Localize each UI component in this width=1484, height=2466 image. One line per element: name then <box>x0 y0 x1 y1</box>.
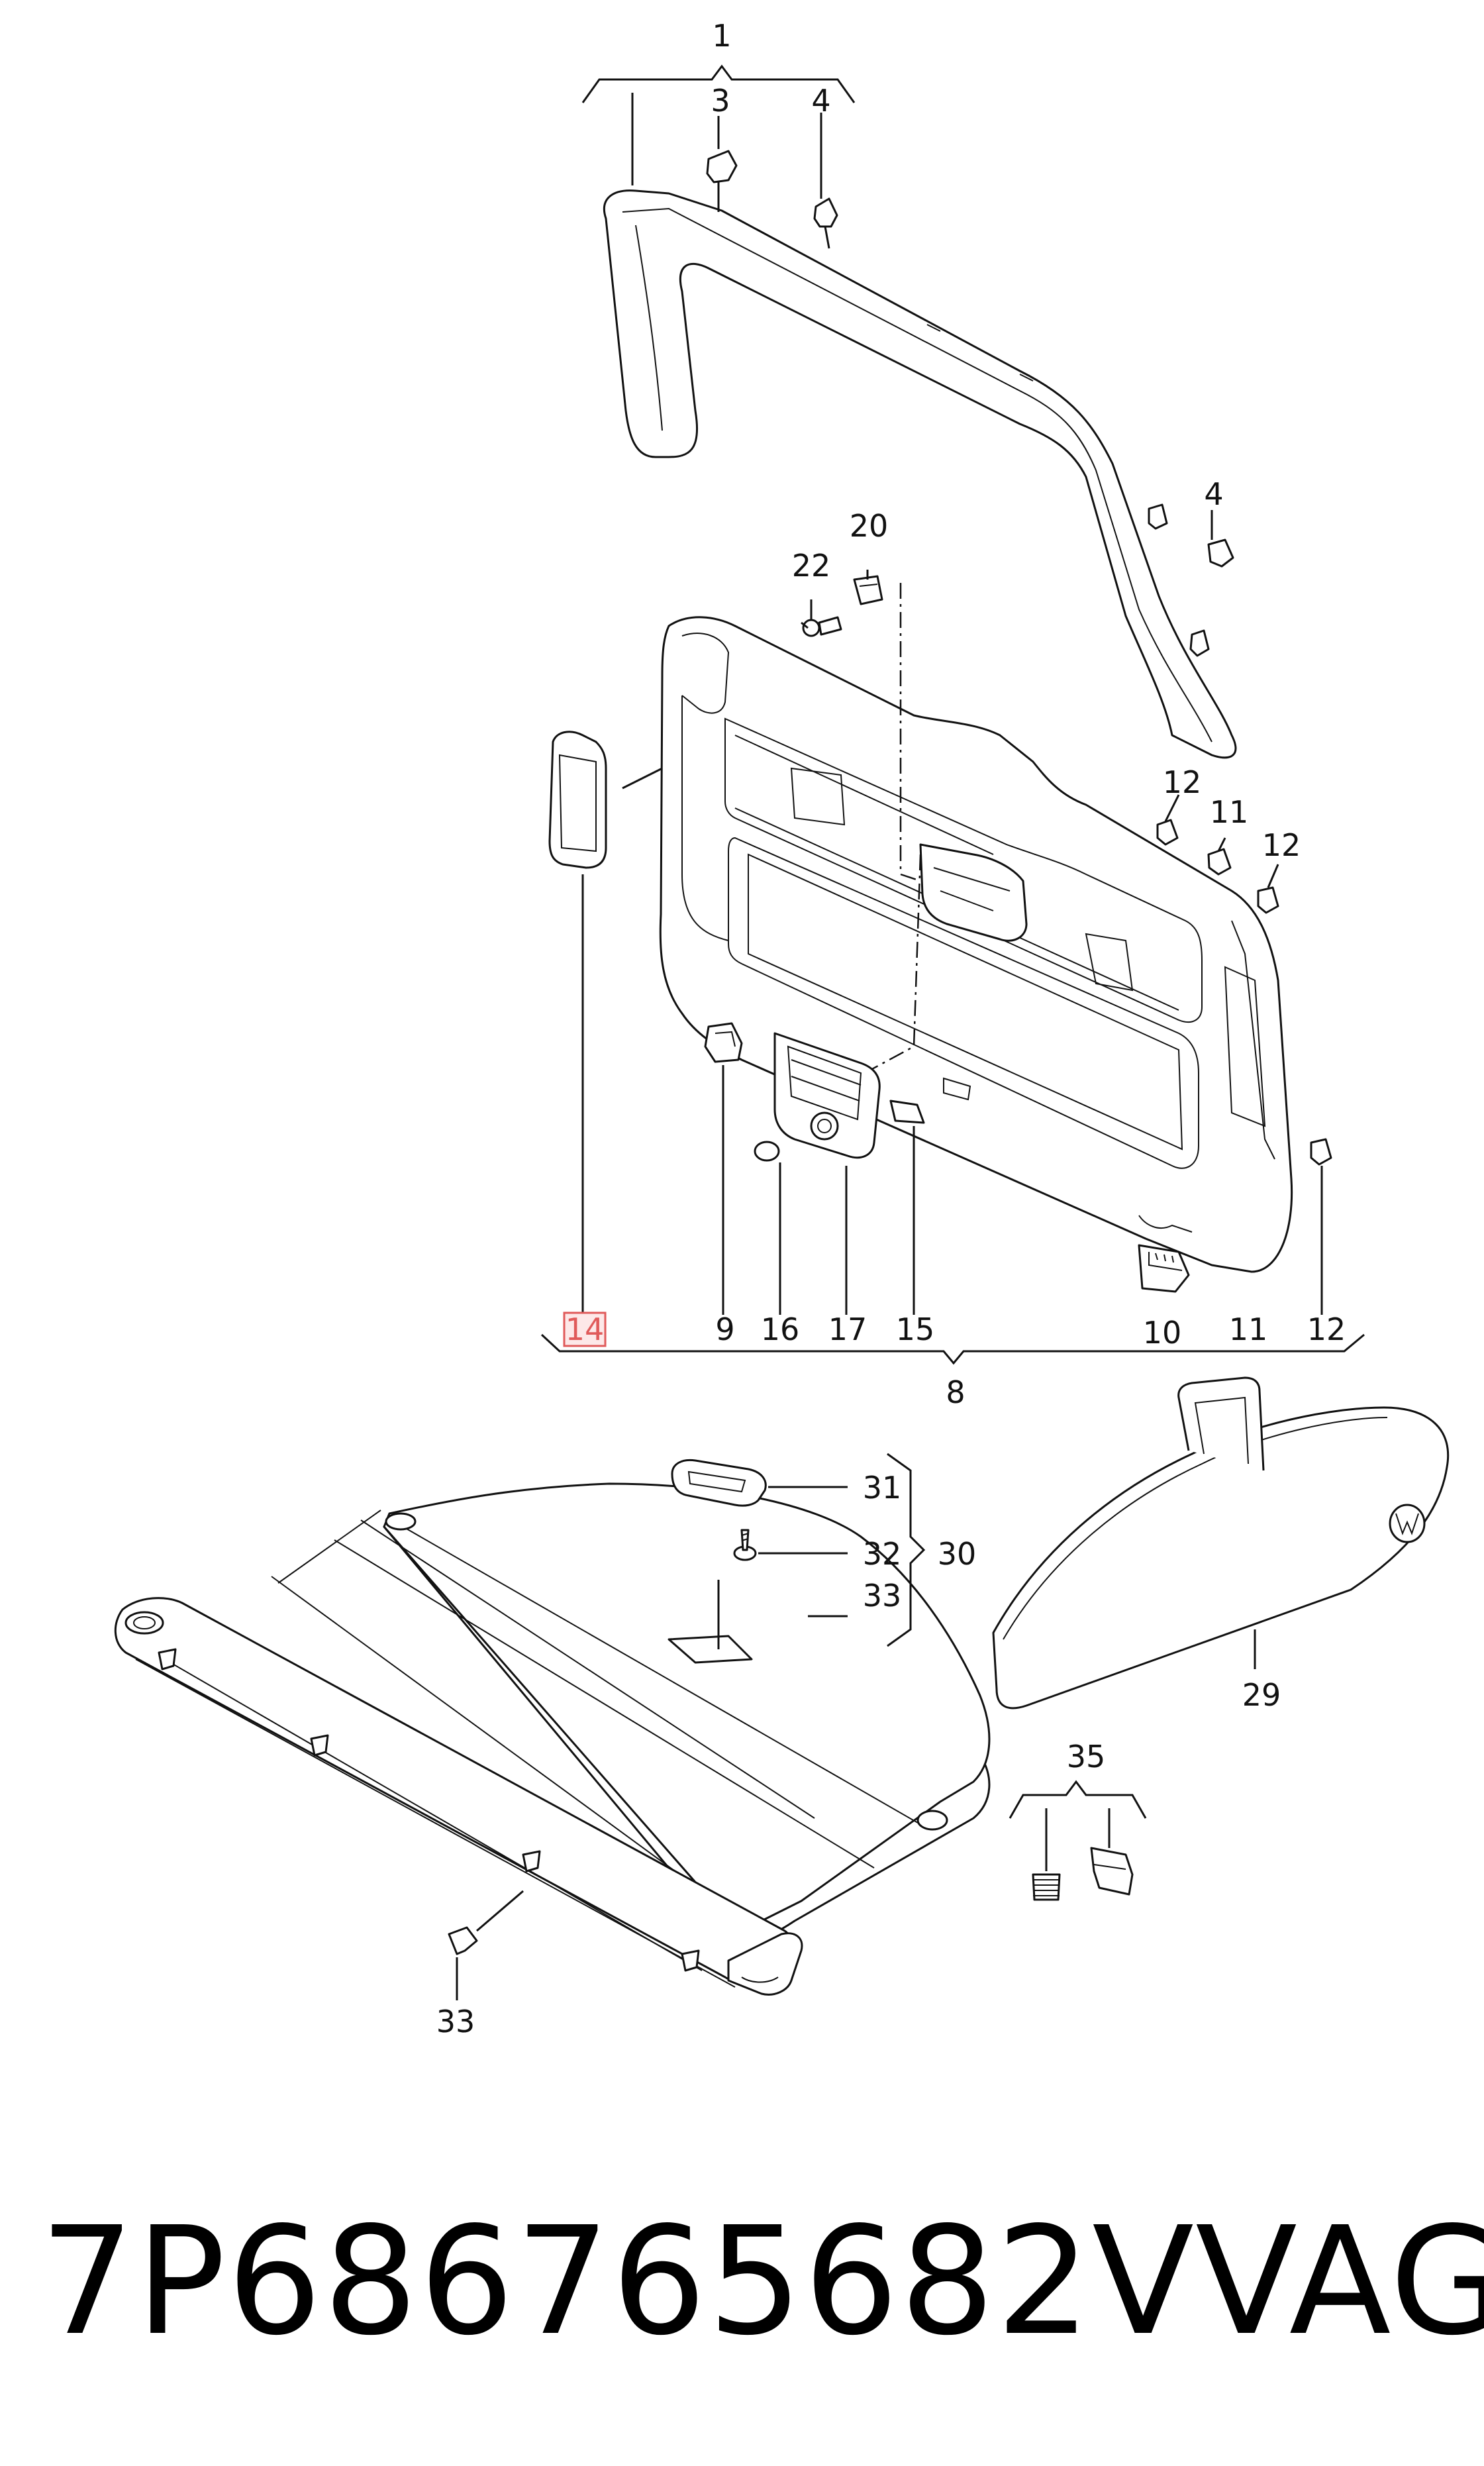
clip-part-33-lower <box>448 1890 524 2000</box>
part-number: 7P686765682V <box>40 2195 1196 2369</box>
callout-14: 14 <box>566 1311 605 1347</box>
callout-11-b: 11 <box>1229 1311 1268 1347</box>
screw-part-22 <box>801 616 842 637</box>
callout-31: 31 <box>863 1470 902 1506</box>
luggage-cover-roller <box>114 1482 991 1996</box>
clip-part-12-lower <box>1310 1138 1332 1166</box>
screw-part-32 <box>733 1529 848 1561</box>
callout-4-right: 4 <box>1204 476 1223 512</box>
callout-22: 22 <box>792 548 831 584</box>
clip-part-12-upper <box>1156 819 1179 846</box>
brand-label: VAG <box>1195 2195 1484 2369</box>
plug-part-16 <box>754 1141 780 1162</box>
callout-17: 17 <box>828 1311 867 1347</box>
callout-32: 32 <box>863 1536 902 1572</box>
callout-8: 8 <box>946 1374 965 1410</box>
callout-3: 3 <box>711 83 730 119</box>
callout-12-b: 12 <box>1262 827 1301 863</box>
fastener-set-part-35 <box>1009 1780 1147 1901</box>
highlight-box-14 <box>563 1311 607 1347</box>
assembly-axis-line <box>827 583 922 1094</box>
handle-part-10 <box>1138 1244 1190 1293</box>
storage-bag-part-29 <box>992 1376 1450 1710</box>
clip-part-11-upper <box>1207 848 1232 876</box>
part-number-caption: 7P686765682V VAG <box>40 2183 1484 2381</box>
callout-12-a: 12 <box>1163 764 1202 800</box>
leader-lines-part-8 <box>540 874 1365 1365</box>
insert-part-15 <box>889 1077 971 1124</box>
clip-part-12-middle <box>1257 886 1279 914</box>
clip-part-4-right <box>1148 503 1234 657</box>
callout-1: 1 <box>712 18 731 54</box>
callout-12-c: 12 <box>1307 1311 1346 1347</box>
callout-33-upper: 33 <box>863 1578 902 1614</box>
callout-15: 15 <box>896 1311 935 1347</box>
clip-part-3 <box>706 150 738 212</box>
grip-part-31 <box>671 1459 848 1507</box>
tailgate-trim-panel <box>659 616 1293 1273</box>
callout-20: 20 <box>850 508 889 544</box>
callout-30: 30 <box>938 1536 977 1572</box>
bracket-part-9 <box>704 1022 743 1063</box>
callout-10: 10 <box>1143 1315 1182 1351</box>
bezel-part-17 <box>773 1032 881 1159</box>
side-cover-part-14 <box>548 731 663 869</box>
callout-33-lower: 33 <box>436 2004 475 2039</box>
callout-9: 9 <box>715 1311 734 1347</box>
callout-4-top: 4 <box>811 83 830 119</box>
callout-16: 16 <box>761 1311 800 1347</box>
upper-trim-frame <box>603 189 1237 759</box>
leader-lines-upper <box>581 64 1279 888</box>
callout-11-a: 11 <box>1210 794 1249 830</box>
callout-labels: 1 3 4 4 20 22 12 11 12 14 9 16 17 15 10 … <box>436 18 1346 2039</box>
brace-part-30 <box>887 1453 926 1647</box>
clip-part-4-top <box>813 197 838 249</box>
callout-35: 35 <box>1067 1739 1106 1774</box>
callout-29: 29 <box>1242 1677 1281 1713</box>
clip-nut-part-20 <box>853 575 883 605</box>
